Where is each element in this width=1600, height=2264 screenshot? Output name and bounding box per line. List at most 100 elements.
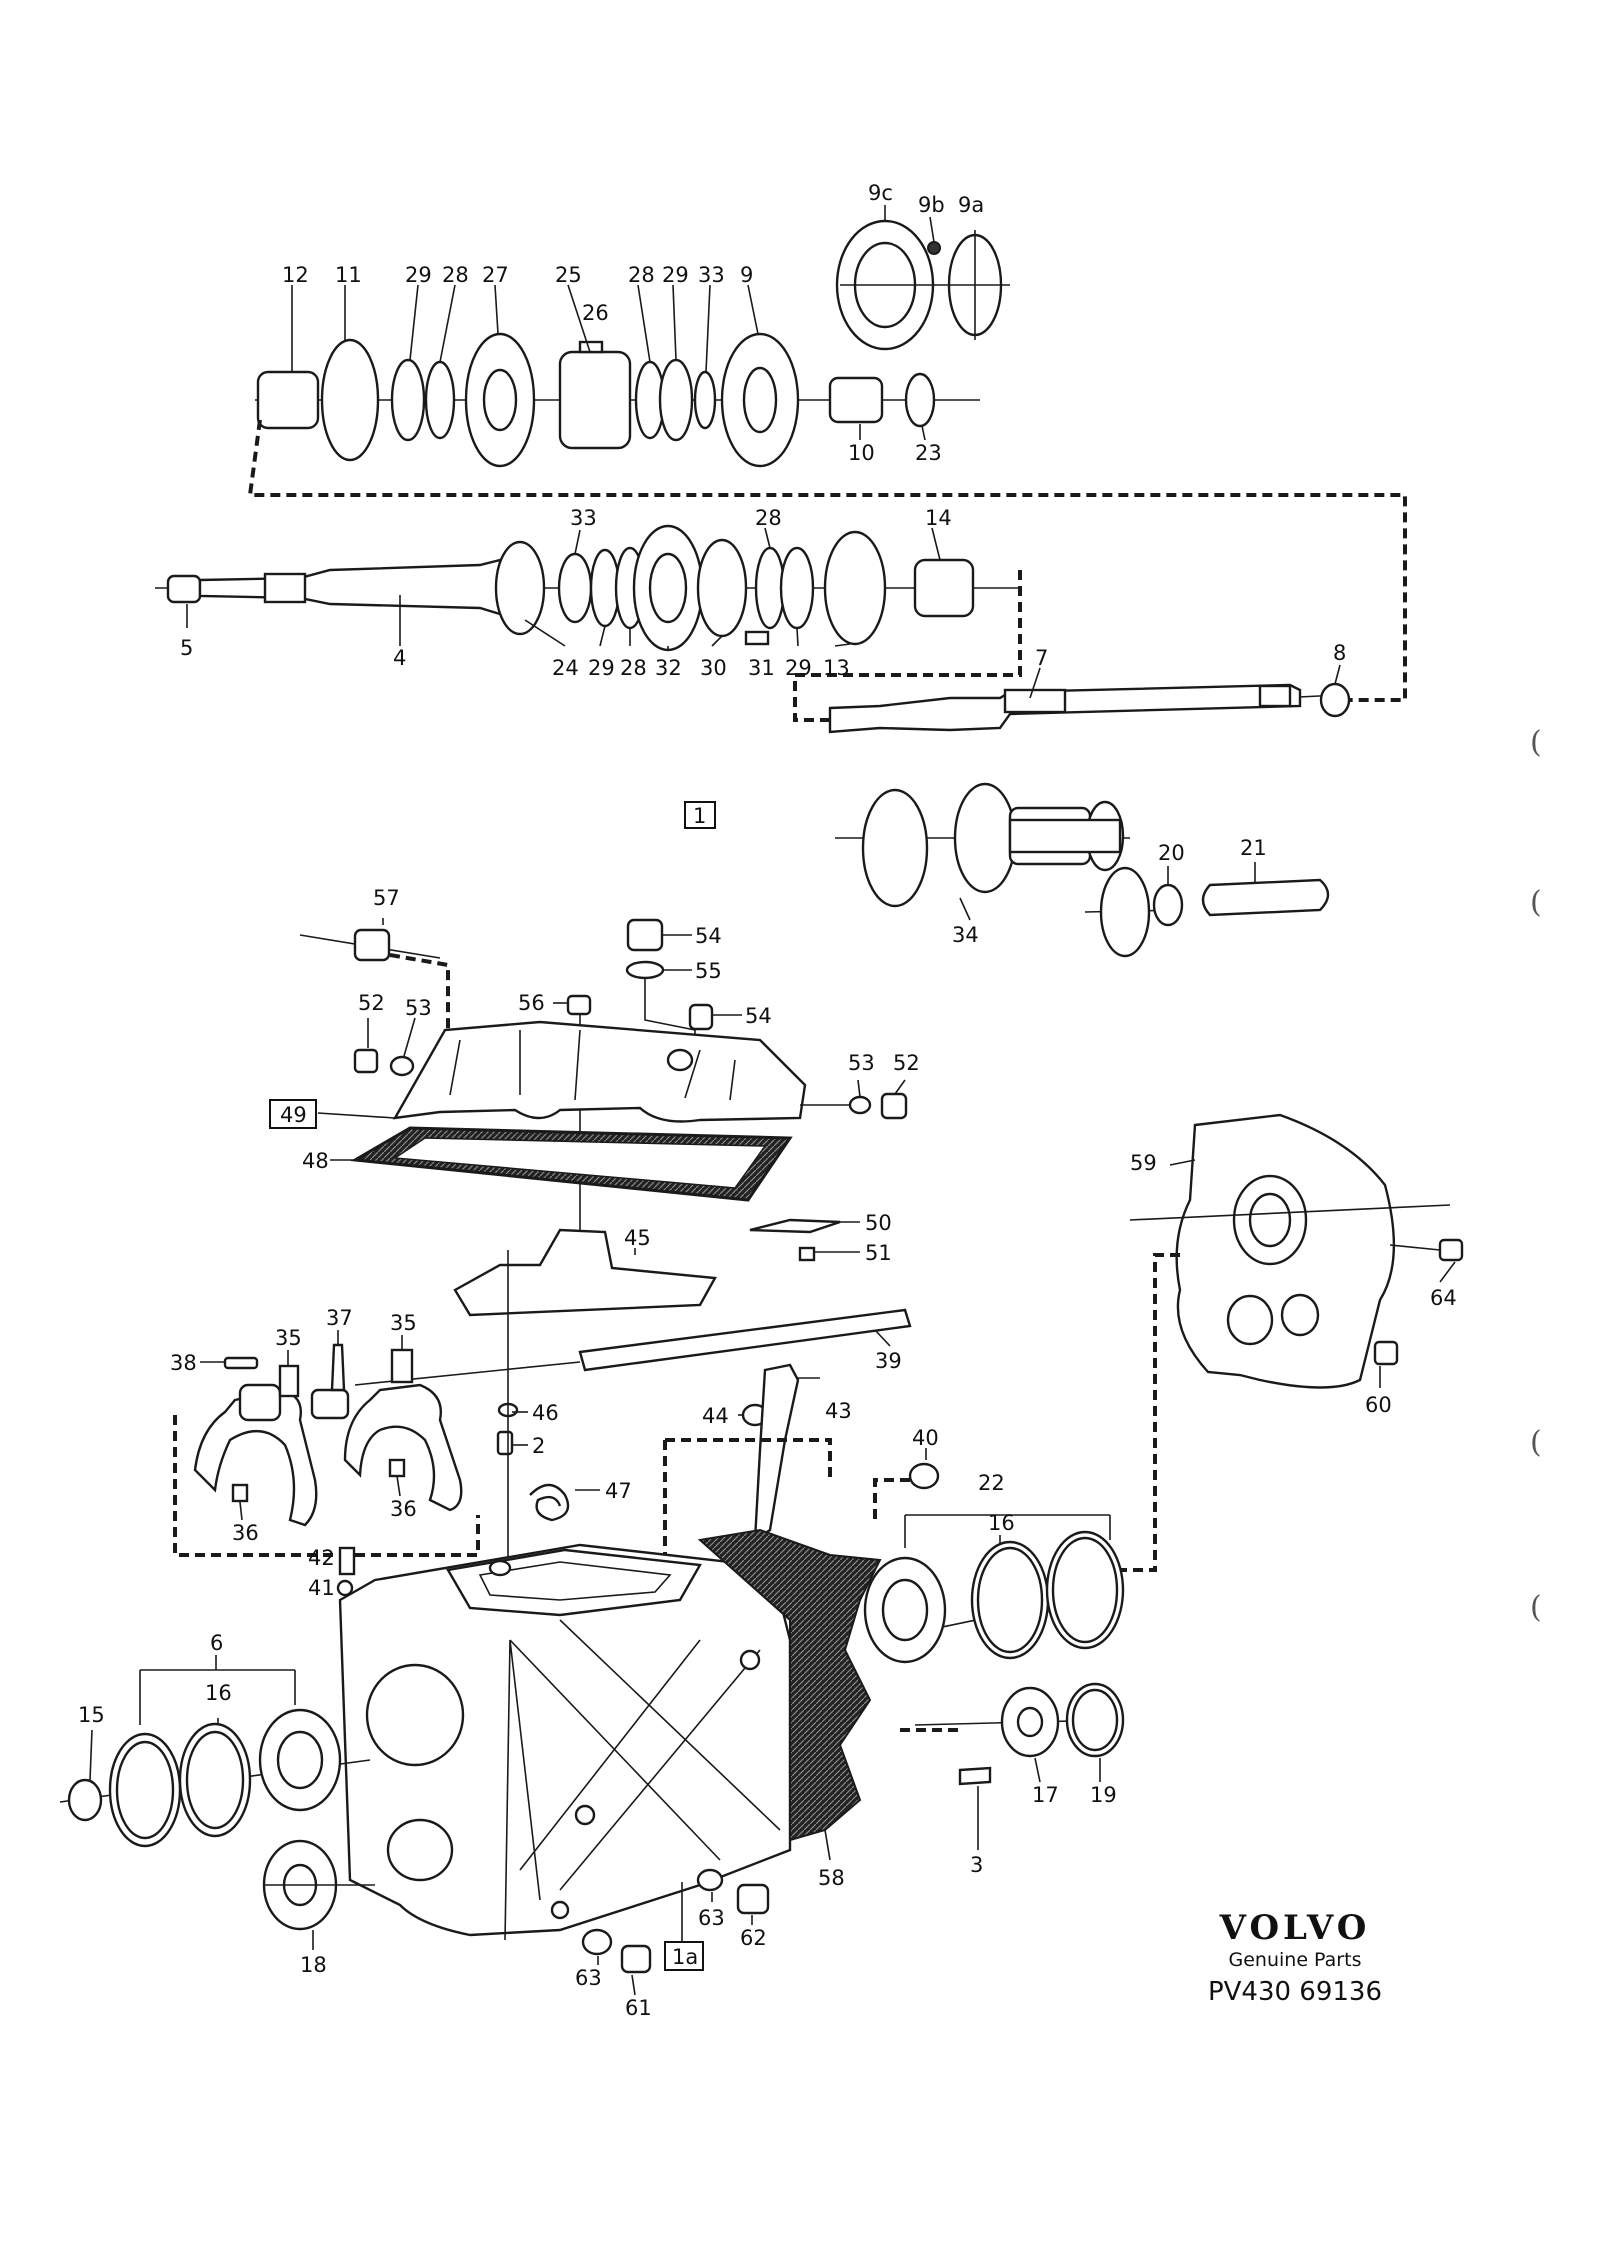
callout-36: 36 bbox=[232, 1521, 259, 1545]
leaders-top bbox=[291, 205, 935, 441]
callout-28: 28 bbox=[755, 506, 782, 530]
callout-8: 8 bbox=[1333, 641, 1346, 665]
gear-11 bbox=[320, 338, 380, 462]
callout-9: 9 bbox=[740, 263, 753, 287]
needle-bearing-10 bbox=[828, 376, 884, 424]
pilot-bearing-5 bbox=[166, 574, 202, 604]
callout-29: 29 bbox=[785, 656, 812, 680]
callout-32: 32 bbox=[655, 656, 682, 680]
callout-31: 31 bbox=[748, 656, 775, 680]
spring-47 bbox=[529, 1483, 570, 1522]
callout-49-boxed: 49 bbox=[280, 1103, 307, 1127]
thrust-washer-23 bbox=[904, 372, 936, 428]
synchro-ring-29 bbox=[390, 358, 426, 442]
callout-3: 3 bbox=[970, 1853, 983, 1877]
screw-9b bbox=[927, 241, 941, 255]
spring-54 bbox=[688, 1003, 714, 1031]
callout-29: 29 bbox=[662, 263, 689, 287]
callout-38: 38 bbox=[170, 1351, 197, 1375]
callout-47: 47 bbox=[605, 1479, 632, 1503]
plate-50 bbox=[749, 1218, 841, 1234]
callout-4: 4 bbox=[393, 646, 406, 670]
plug-54 bbox=[626, 918, 664, 952]
callout-1-boxed: 1 bbox=[693, 804, 706, 828]
callout-9a: 9a bbox=[958, 193, 984, 217]
callout-63: 63 bbox=[575, 1966, 602, 1990]
callout-40: 40 bbox=[912, 1426, 939, 1450]
reverse-shaft-21 bbox=[1201, 878, 1330, 917]
callout-35: 35 bbox=[275, 1326, 302, 1350]
callout-1a-boxed: 1a bbox=[672, 1945, 698, 1969]
callout-56: 56 bbox=[518, 991, 545, 1015]
edge-mark: ( bbox=[1530, 1590, 1542, 1625]
shift-forks bbox=[193, 1308, 912, 1527]
edge-mark: ( bbox=[1530, 1425, 1542, 1460]
volvo-logo: VOLVO bbox=[1219, 1908, 1371, 1948]
callout-17: 17 bbox=[1032, 1783, 1059, 1807]
gear-30 bbox=[696, 538, 748, 638]
callout-55: 55 bbox=[695, 959, 722, 983]
edge-mark: ( bbox=[1530, 725, 1542, 760]
ring-33 bbox=[693, 370, 717, 430]
callout-29: 29 bbox=[405, 263, 432, 287]
gasket-58 bbox=[697, 1528, 882, 1842]
gearbox-housing bbox=[338, 1543, 803, 1941]
callout-50: 50 bbox=[865, 1211, 892, 1235]
callout-25: 25 bbox=[555, 263, 582, 287]
callout-37: 37 bbox=[326, 1306, 353, 1330]
callout-35: 35 bbox=[390, 1311, 417, 1335]
input-shaft-7 bbox=[819, 682, 1351, 734]
top-cover-49 bbox=[392, 1020, 807, 1123]
interlock-plate-45 bbox=[453, 1228, 717, 1317]
callout-30: 30 bbox=[700, 656, 727, 680]
gear-13 bbox=[823, 530, 887, 646]
callout-33: 33 bbox=[570, 506, 597, 530]
callout-48: 48 bbox=[302, 1149, 329, 1173]
callout-61: 61 bbox=[625, 1996, 652, 2020]
callout-18: 18 bbox=[300, 1953, 327, 1977]
key-26 bbox=[578, 340, 604, 354]
callout-26: 26 bbox=[582, 301, 609, 325]
callout-59: 59 bbox=[1130, 1151, 1157, 1175]
callout-27: 27 bbox=[482, 263, 509, 287]
callout-39: 39 bbox=[875, 1349, 902, 1373]
callout-34: 34 bbox=[952, 923, 979, 947]
callout-6: 6 bbox=[210, 1631, 223, 1655]
cluster-gear-34 bbox=[835, 782, 1130, 908]
callout-64: 64 bbox=[1430, 1286, 1457, 1310]
callout-28: 28 bbox=[442, 263, 469, 287]
callout-labels: 1 2 11 29 28 27 25 26 28 29 33 9 9c 9b 9a… bbox=[78, 181, 1457, 2020]
callout-20: 20 bbox=[1158, 841, 1185, 865]
callout-42: 42 bbox=[308, 1546, 335, 1570]
callout-54: 54 bbox=[695, 924, 722, 948]
callout-52: 52 bbox=[893, 1051, 920, 1075]
callout-51: 51 bbox=[865, 1241, 892, 1265]
key-31 bbox=[744, 630, 770, 646]
needle-bearing-14 bbox=[913, 558, 975, 618]
mainshaft-4 bbox=[198, 558, 502, 616]
volvo-brand-block: VOLVO Genuine Parts PV430 69136 bbox=[1195, 1908, 1395, 2008]
callout-46: 46 bbox=[532, 1401, 559, 1425]
callout-53: 53 bbox=[405, 996, 432, 1020]
callout-52: 52 bbox=[358, 991, 385, 1015]
callout-33: 33 bbox=[698, 263, 725, 287]
callout-58: 58 bbox=[818, 1866, 845, 1890]
synchro-ring-28 bbox=[424, 360, 456, 440]
lever-43 bbox=[753, 1363, 800, 1543]
mainshaft-assembly bbox=[155, 524, 1022, 722]
callout-54: 54 bbox=[745, 1004, 772, 1028]
callout-9c: 9c bbox=[868, 181, 893, 205]
needle-bearing-12 bbox=[256, 370, 320, 430]
callout-57: 57 bbox=[373, 886, 400, 910]
callout-62: 62 bbox=[740, 1926, 767, 1950]
callout-2: 2 bbox=[532, 1434, 545, 1458]
upper-gear-train bbox=[255, 219, 1010, 468]
callout-21: 21 bbox=[1240, 836, 1267, 860]
screw-51 bbox=[798, 1246, 816, 1262]
callout-19: 19 bbox=[1090, 1783, 1117, 1807]
callout-7: 7 bbox=[1035, 646, 1048, 670]
callout-63: 63 bbox=[698, 1906, 725, 1930]
callout-16: 16 bbox=[205, 1681, 232, 1705]
callout-11: 11 bbox=[335, 263, 362, 287]
callout-9b: 9b bbox=[918, 193, 945, 217]
